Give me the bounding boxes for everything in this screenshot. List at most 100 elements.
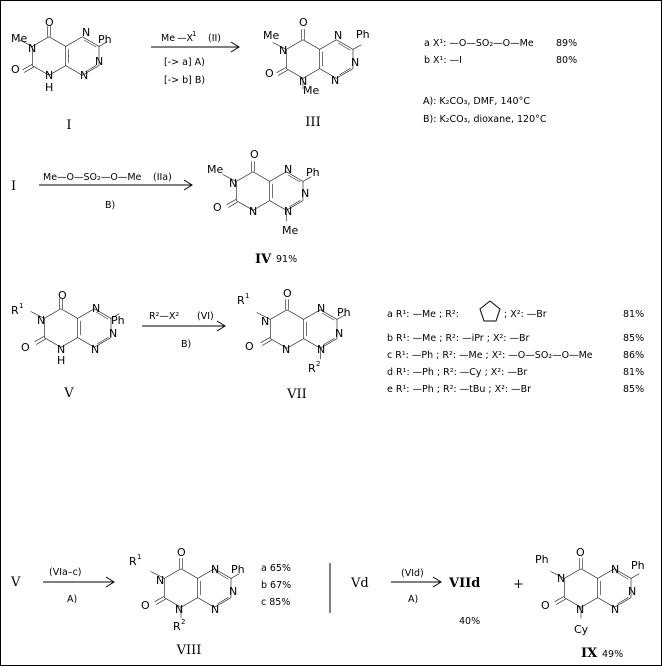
svg-text:N: N [211, 563, 219, 576]
svg-text:Vd: Vd [350, 576, 369, 591]
svg-text:2: 2 [181, 618, 185, 626]
svg-text:N: N [211, 603, 219, 616]
svg-text:86%: 86% [623, 350, 644, 361]
cyclopentyl-icon [479, 300, 501, 322]
svg-text:b 67%: b 67% [261, 580, 291, 591]
svg-text:O: O [250, 148, 259, 161]
svg-text:R: R [11, 304, 19, 317]
structure-I-labels: O Me N N Ph N N O N H I [11, 16, 112, 133]
svg-text:1: 1 [245, 292, 249, 300]
svg-text:Ph: Ph [231, 563, 245, 576]
svg-text:91%: 91% [276, 254, 297, 265]
svg-text:Me: Me [11, 32, 27, 45]
svg-text:O: O [58, 289, 67, 302]
label-IV: IV [255, 252, 272, 267]
svg-text:(VIa–c): (VIa–c) [49, 567, 82, 578]
svg-text:N: N [82, 26, 90, 39]
svg-text:A): K₂CO₃, DMF, 140°C: A): K₂CO₃, DMF, 140°C [423, 96, 530, 107]
label-I: I [66, 118, 71, 133]
svg-text:Ph: Ph [306, 166, 320, 179]
svg-text:O: O [11, 63, 20, 76]
svg-text:N: N [37, 314, 45, 327]
structure-VII-labels: O R 1 N N Ph N N O N R 2 VII [237, 287, 351, 402]
svg-text:O: O [177, 546, 186, 559]
svg-text:N: N [282, 343, 290, 356]
svg-text:85%: 85% [623, 333, 644, 344]
svg-text:1: 1 [137, 553, 141, 561]
svg-text:b X¹: —I: b X¹: —I [424, 55, 462, 66]
svg-text:c 85%: c 85% [261, 597, 290, 608]
svg-text:A): A) [67, 594, 77, 605]
svg-text:81%: 81% [623, 367, 644, 378]
svg-text:N: N [229, 585, 237, 598]
svg-text:B): B) [181, 339, 191, 350]
svg-text:(II): (II) [208, 33, 221, 44]
svg-text:(VId): (VId) [401, 568, 424, 579]
svg-text:a R¹: —Me ; R²:: a R¹: —Me ; R²: [387, 309, 459, 320]
svg-text:—X: —X [177, 33, 194, 44]
svg-text:Ph: Ph [356, 28, 370, 41]
svg-text:(VI): (VI) [197, 311, 214, 322]
svg-text:N: N [611, 563, 619, 576]
svg-text:[-> b] B): [-> b] B) [164, 75, 205, 86]
label-VIII: VIII [176, 643, 202, 658]
svg-text:N: N [109, 327, 117, 340]
svg-text:R: R [308, 362, 316, 375]
svg-text:N: N [317, 302, 325, 315]
svg-text:Ph: Ph [535, 553, 549, 566]
svg-text:Me: Me [161, 33, 175, 44]
reaction2: I Me—O—SO₂—O—Me (IIa) B) [11, 172, 193, 211]
svg-text:2: 2 [316, 360, 320, 368]
svg-text:N: N [317, 343, 325, 356]
svg-text:(IIa): (IIa) [153, 172, 172, 183]
svg-text:40%: 40% [459, 616, 480, 627]
svg-text:a X¹: —O—SO₂—O—Me: a X¹: —O—SO₂—O—Me [424, 38, 534, 49]
structure-III [272, 29, 362, 90]
svg-text:H: H [45, 81, 53, 94]
svg-text:B): K₂CO₃, dioxane, 120°C: B): K₂CO₃, dioxane, 120°C [423, 114, 547, 125]
svg-text:Me—O—SO₂—O—Me: Me—O—SO₂—O—Me [43, 172, 142, 183]
reaction5: Vd (VId) A) VIId 40% + [350, 568, 524, 627]
svg-text:O: O [283, 287, 292, 300]
label-V: V [63, 386, 74, 401]
svg-text:N: N [80, 69, 88, 82]
reaction4-variants: a 65% b 67% c 85% [261, 563, 291, 608]
svg-text:O: O [45, 16, 54, 29]
svg-text:e R¹: —Ph ; R²: —tBu ; X²: —Br: e R¹: —Ph ; R²: —tBu ; X²: —Br [387, 384, 531, 395]
svg-text:b R¹: —Me ; R²: —iPr ; X²: —Br: b R¹: —Me ; R²: —iPr ; X²: —Br [387, 333, 529, 344]
structure-IV [222, 161, 312, 222]
svg-text:N: N [45, 69, 53, 82]
svg-text:Me: Me [207, 163, 223, 176]
structure-III-labels: O Me N N Ph N N O N Me III [263, 16, 370, 130]
svg-text:H: H [57, 354, 65, 367]
svg-text:N: N [284, 163, 292, 176]
svg-text:N: N [261, 315, 269, 328]
svg-text:N: N [175, 603, 183, 616]
svg-text:O: O [541, 599, 550, 612]
reaction4: V (VIa–c) A) [10, 567, 115, 605]
svg-text:; X²: —Br: ; X²: —Br [504, 309, 547, 320]
svg-text:O: O [576, 546, 585, 559]
svg-text:[-> a] A): [-> a] A) [164, 57, 205, 68]
svg-text:N: N [92, 302, 100, 315]
svg-text:Ph: Ph [631, 559, 645, 572]
svg-text:R: R [173, 620, 181, 633]
svg-text:Me: Me [303, 84, 319, 97]
svg-text:N: N [57, 343, 65, 356]
arrow-1: Me —X 1 (II) [-> a] A) [-> b] B) [151, 30, 240, 86]
label-III: III [305, 115, 320, 130]
structure-V-labels: O R 1 N N Ph N N O N H V [11, 289, 125, 401]
svg-text:N: N [156, 574, 164, 587]
svg-text:N: N [334, 29, 342, 42]
svg-text:Ph: Ph [98, 33, 112, 46]
reaction1-variants: a X¹: —O—SO₂—O—Me 89% b X¹: —I 80% A): K… [423, 38, 577, 125]
svg-text:Me: Me [282, 224, 298, 237]
svg-text:N: N [284, 205, 292, 218]
svg-text:O: O [141, 599, 150, 612]
svg-text:R: R [129, 555, 137, 568]
svg-text:N: N [335, 327, 343, 340]
svg-text:A): A) [408, 594, 418, 605]
structure-IX-labels: O Ph N N Ph N N O N Cy IX 49% [535, 546, 645, 661]
